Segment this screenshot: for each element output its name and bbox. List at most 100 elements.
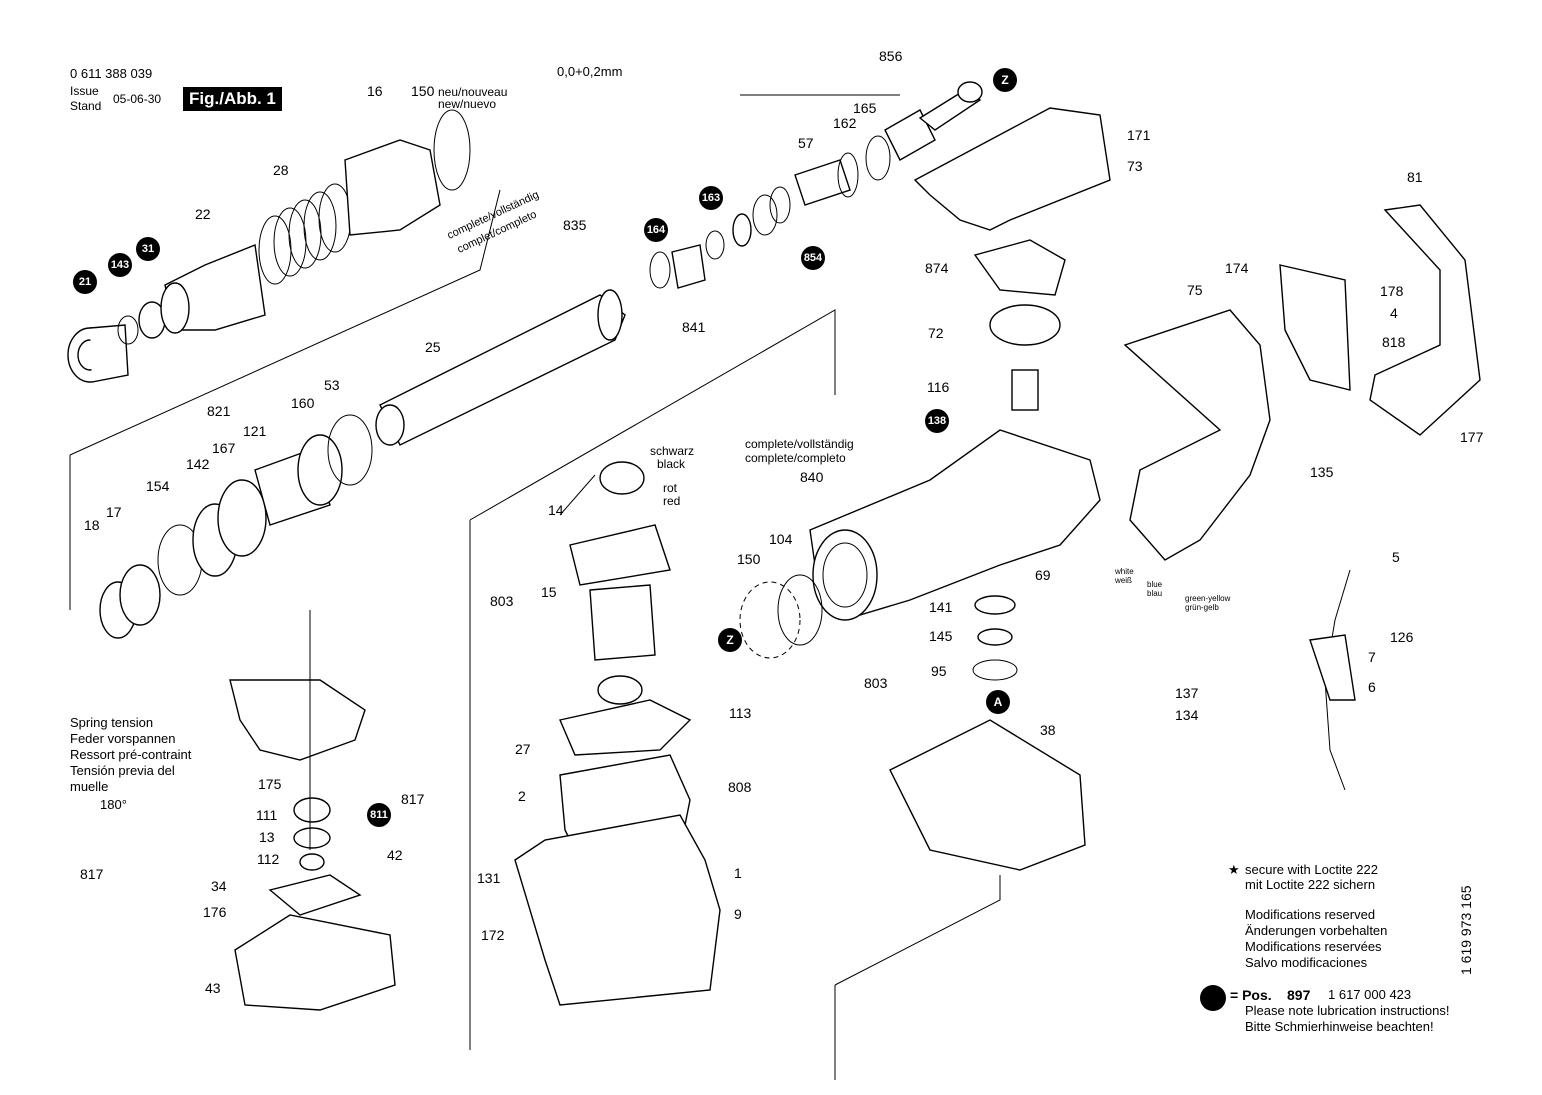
part-label: 4 — [1390, 305, 1398, 321]
part-874-plate — [973, 239, 1066, 296]
part-150-ring-dashed — [739, 581, 801, 659]
part-label: 177 — [1460, 429, 1484, 445]
part-835-tube — [379, 294, 626, 446]
part-number: 0 611 388 039 — [70, 66, 153, 81]
part-label: 25 — [425, 339, 441, 355]
part-label: 141 — [929, 599, 953, 615]
loctite-star-icon: ★ — [1228, 862, 1240, 877]
part-label: 175 — [258, 776, 282, 792]
ref-marker-z: Z — [718, 628, 742, 652]
ref-marker: 854 — [801, 246, 825, 270]
note-blue: blue — [1147, 580, 1163, 589]
ref-marker-a: A — [986, 690, 1010, 714]
note-rot: rot — [663, 481, 678, 495]
pos-number: 897 — [1287, 987, 1311, 1003]
part-label: 1 — [734, 865, 742, 881]
part-145 — [977, 628, 1013, 646]
frame-upper-left — [69, 189, 501, 456]
part-17-ring — [119, 564, 161, 626]
angle-label: 180° — [100, 797, 127, 812]
part-label: 160 — [291, 395, 315, 411]
lubrication-de: Bitte Schmierhinweise beachten! — [1245, 1019, 1434, 1034]
part-label: 81 — [1407, 169, 1423, 185]
spring-tension-en: Spring tension — [70, 715, 154, 730]
part-811-brush-plate — [229, 679, 366, 761]
part-label: 43 — [205, 980, 221, 996]
part-label: 34 — [211, 878, 227, 894]
ref-marker: 143 — [108, 253, 132, 277]
part-label: 150 — [411, 83, 435, 99]
spring-tension-es: Tensión previa del — [70, 763, 175, 778]
loctite-de: mit Loctite 222 sichern — [1245, 877, 1376, 892]
part-160-ring — [297, 434, 343, 506]
part-label: 104 — [769, 531, 793, 547]
part-53-ring — [327, 414, 373, 486]
issue-date: 05-06-30 — [113, 92, 162, 106]
part-label: 135 — [1310, 464, 1334, 480]
ref-marker: 164 — [644, 218, 668, 242]
note-gruen-gelb: grün-gelb — [1185, 603, 1219, 612]
part-162-ring — [837, 152, 859, 198]
doc-number: 1 619 973 165 — [1458, 885, 1474, 975]
part-121-ring — [217, 479, 267, 557]
part-label: 874 — [925, 260, 949, 276]
part-73-cover — [913, 107, 1111, 231]
part-label: 7 — [1368, 649, 1376, 665]
part-57-sleeve — [794, 159, 851, 206]
part-38-cover — [889, 719, 1086, 871]
lubrication-dot-icon — [1200, 985, 1226, 1011]
note-840-complete-a: complete/vollständig — [745, 437, 854, 451]
part-label: 174 — [1225, 260, 1249, 276]
part-label: 137 — [1175, 685, 1199, 701]
part-165-ring — [865, 135, 891, 181]
note-green-yellow: green-yellow — [1185, 594, 1231, 603]
part-label: 817 — [401, 791, 425, 807]
tolerance-label: 0,0+0,2mm — [557, 64, 623, 79]
part-104-ring — [777, 574, 823, 646]
part-label: 13 — [259, 829, 275, 845]
note-schwarz: schwarz — [650, 444, 695, 458]
part-label: 154 — [146, 478, 170, 494]
part-label: 150 — [737, 551, 761, 567]
part-label: 16 — [367, 83, 383, 99]
part-label: 72 — [928, 325, 944, 341]
part-43-housing — [234, 914, 396, 1011]
ref-marker: 811 — [367, 803, 391, 827]
ref-marker: 31 — [136, 237, 160, 261]
note-weiss: weiß — [1115, 576, 1132, 585]
part-label: 53 — [324, 377, 340, 393]
part-label: 14 — [548, 502, 564, 518]
note-white: white — [1115, 567, 1134, 576]
part-21-body — [89, 324, 129, 383]
part-label: 112 — [257, 851, 280, 867]
part-label: 818 — [1382, 334, 1406, 350]
part-15-fan — [569, 524, 671, 586]
part-34-flange — [268, 874, 362, 916]
part-label: 111 — [256, 807, 278, 823]
part-label: 821 — [207, 403, 231, 419]
part-15-armature — [589, 584, 656, 661]
part-178-switch — [1279, 264, 1351, 391]
part-label: 167 — [212, 440, 236, 456]
part-label: 165 — [853, 100, 877, 116]
spring-tension-de: Feder vorspannen — [70, 731, 176, 746]
part-label: 42 — [387, 847, 403, 863]
pos-label: = Pos. — [1230, 987, 1272, 1003]
note-new-nouveau: neu/nouveau — [438, 85, 508, 99]
part-label: 28 — [273, 162, 289, 178]
ref-marker: 138 — [925, 409, 949, 433]
spring-tension-fr: Ressort pré-contraint — [70, 747, 192, 762]
part-label: 73 — [1127, 158, 1143, 174]
pos-code: 1 617 000 423 — [1328, 987, 1412, 1002]
part-14-bearing — [599, 461, 645, 495]
part-label: 131 — [477, 870, 501, 886]
part-label: 15 — [541, 584, 557, 600]
part-label: 17 — [106, 504, 122, 520]
part-72-gear — [989, 304, 1061, 346]
part-label: 178 — [1380, 283, 1404, 299]
part-16-housing — [344, 139, 441, 236]
part-label: 171 — [1127, 127, 1151, 143]
part-label: 817 — [80, 866, 104, 882]
